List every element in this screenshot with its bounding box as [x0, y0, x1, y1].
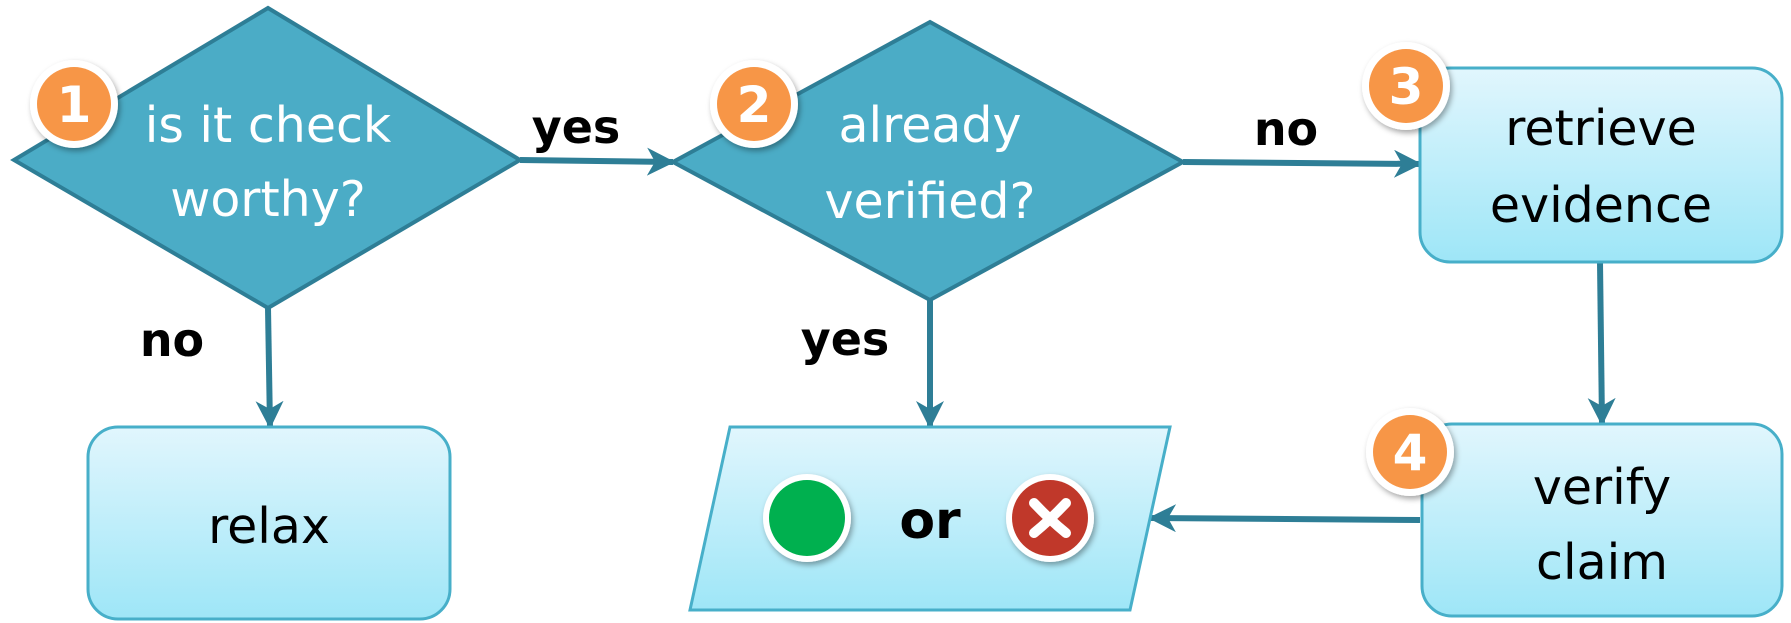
edge-label-verified-yes: yes — [801, 312, 890, 366]
terminal-relax: relax — [86, 425, 452, 621]
step-badge-1: 1 — [30, 60, 118, 148]
step-badge-3-number: 3 — [1389, 58, 1424, 116]
edge-verify-to-verdict — [1148, 504, 1421, 533]
red-x-icon — [1006, 474, 1094, 562]
process-verify-claim: verify claim — [1420, 422, 1784, 618]
step-badge-4-number: 4 — [1393, 424, 1428, 482]
decision-check-worthy-line2: worthy? — [170, 171, 365, 228]
green-circle-icon — [763, 474, 851, 562]
verdict-or-label: or — [899, 491, 961, 551]
edge-label-verified-no: no — [1254, 102, 1318, 156]
edge-check-to-verified — [519, 147, 675, 176]
step-badge-4: 4 — [1366, 408, 1454, 496]
process-verify-claim-line2: claim — [1536, 534, 1668, 591]
terminal-relax-label: relax — [208, 498, 330, 555]
decision-already-verified: already verified? — [668, 19, 1188, 303]
process-retrieve-evidence: retrieve evidence — [1418, 66, 1784, 264]
edge-label-check-no: no — [140, 313, 204, 367]
edge-label-check-yes: yes — [532, 100, 621, 154]
process-retrieve-evidence-line2: evidence — [1490, 177, 1712, 234]
decision-already-verified-line2: verified? — [824, 173, 1035, 230]
step-badge-3: 3 — [1362, 42, 1450, 130]
process-retrieve-evidence-line1: retrieve — [1505, 100, 1696, 157]
decision-check-worthy-line1: is it check — [145, 97, 392, 154]
step-badge-2: 2 — [710, 60, 798, 148]
decision-already-verified-line1: already — [839, 97, 1022, 154]
edge-check-to-relax — [255, 307, 284, 429]
edge-retrieve-to-verify — [1587, 261, 1616, 426]
edge-verified-to-retrieve — [1182, 149, 1422, 178]
output-verdict: or — [688, 425, 1172, 612]
step-badge-1-number: 1 — [57, 76, 92, 134]
step-badge-2-number: 2 — [737, 76, 772, 134]
decision-check-worthy: is it check worthy? — [10, 5, 524, 311]
edges — [255, 147, 1616, 533]
process-verify-claim-line1: verify — [1533, 459, 1671, 516]
